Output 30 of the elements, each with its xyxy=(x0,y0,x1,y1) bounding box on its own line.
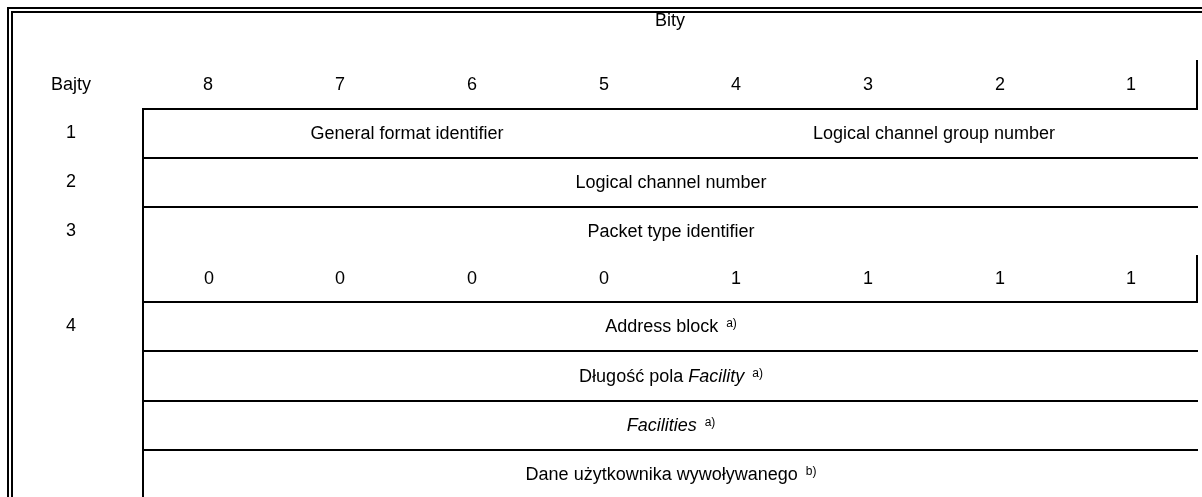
bit-number: 5 xyxy=(598,72,610,96)
bit-number: 2 xyxy=(994,72,1006,96)
byte-number: 2 xyxy=(65,170,77,193)
byte-number: 1 xyxy=(65,121,77,144)
bit-value: 0 xyxy=(142,255,274,301)
byte-number: 4 xyxy=(65,314,77,337)
field-cell: Facilities $^{a)}$ xyxy=(142,400,1198,449)
bit-value: 0 xyxy=(466,266,478,290)
bit-number: 8 xyxy=(202,72,214,96)
bit-value: 1 xyxy=(1066,255,1198,301)
field-cell: Packet type identifier xyxy=(142,206,1198,255)
bit-value: 1 xyxy=(994,266,1006,290)
column-heading: Bajty xyxy=(50,72,92,96)
bit-value: 0 xyxy=(598,266,610,290)
column-heading: Bity xyxy=(654,8,686,32)
field-cell: Dane użytkownika wywoływanego $^{b)}$ xyxy=(142,449,1198,497)
field-cell: Długość pola Facility $^{a)}$ xyxy=(142,350,1198,400)
bit-number: 3 xyxy=(862,72,874,96)
bit-value: 1 xyxy=(730,266,742,290)
field-cell: Address block $^{a)}$ xyxy=(142,301,1198,350)
bit-value: 0 xyxy=(334,266,346,290)
bit-value: 1 xyxy=(862,266,874,290)
field-cell: General format identifier xyxy=(142,108,670,157)
bit-number: 1 xyxy=(1066,60,1198,108)
field-cell: Logical channel group number xyxy=(670,108,1198,157)
field-cell: Logical channel number xyxy=(142,157,1198,206)
bit-number: 4 xyxy=(730,72,742,96)
bit-number: 6 xyxy=(466,72,478,96)
byte-number: 3 xyxy=(65,219,77,242)
bit-number: 7 xyxy=(334,72,346,96)
